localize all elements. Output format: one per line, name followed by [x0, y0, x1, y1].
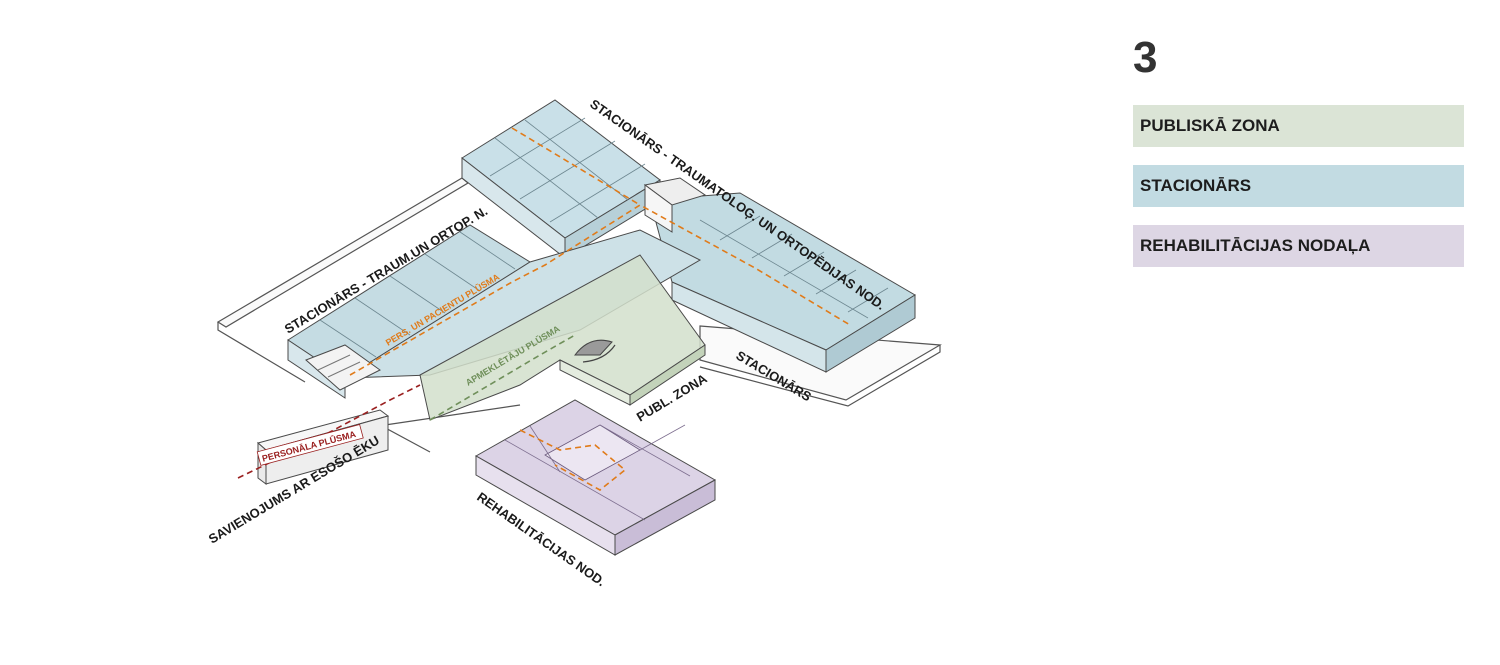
staff-patient-flow-line-north [511, 127, 641, 206]
rehab-block [474, 399, 717, 556]
legend-rehabilitation: REHABILITĀCIJAS NODAĻA [1133, 225, 1464, 267]
stair-spiral [573, 339, 616, 363]
sheet-number: 3 [1133, 33, 1158, 82]
stair-core-north [643, 177, 707, 233]
public-zone-block [419, 254, 706, 421]
main-stationary-block [643, 177, 916, 373]
north-stationary-block [461, 99, 661, 260]
legend-rehabilitation-label: REHABILITĀCIJAS NODAĻA [1140, 236, 1371, 255]
legend-public-zone: PUBLISKĀ ZONA [1133, 105, 1464, 147]
staff-patient-flow-line [349, 204, 851, 376]
stair-core-west [305, 344, 381, 391]
west-stationary-block [287, 224, 702, 399]
legend-public-zone-label: PUBLISKĀ ZONA [1140, 116, 1280, 135]
legend-stationary: STACIONĀRS [1133, 165, 1464, 207]
legend-stationary-label: STACIONĀRS [1140, 176, 1252, 195]
visitor-flow-line [429, 334, 576, 421]
